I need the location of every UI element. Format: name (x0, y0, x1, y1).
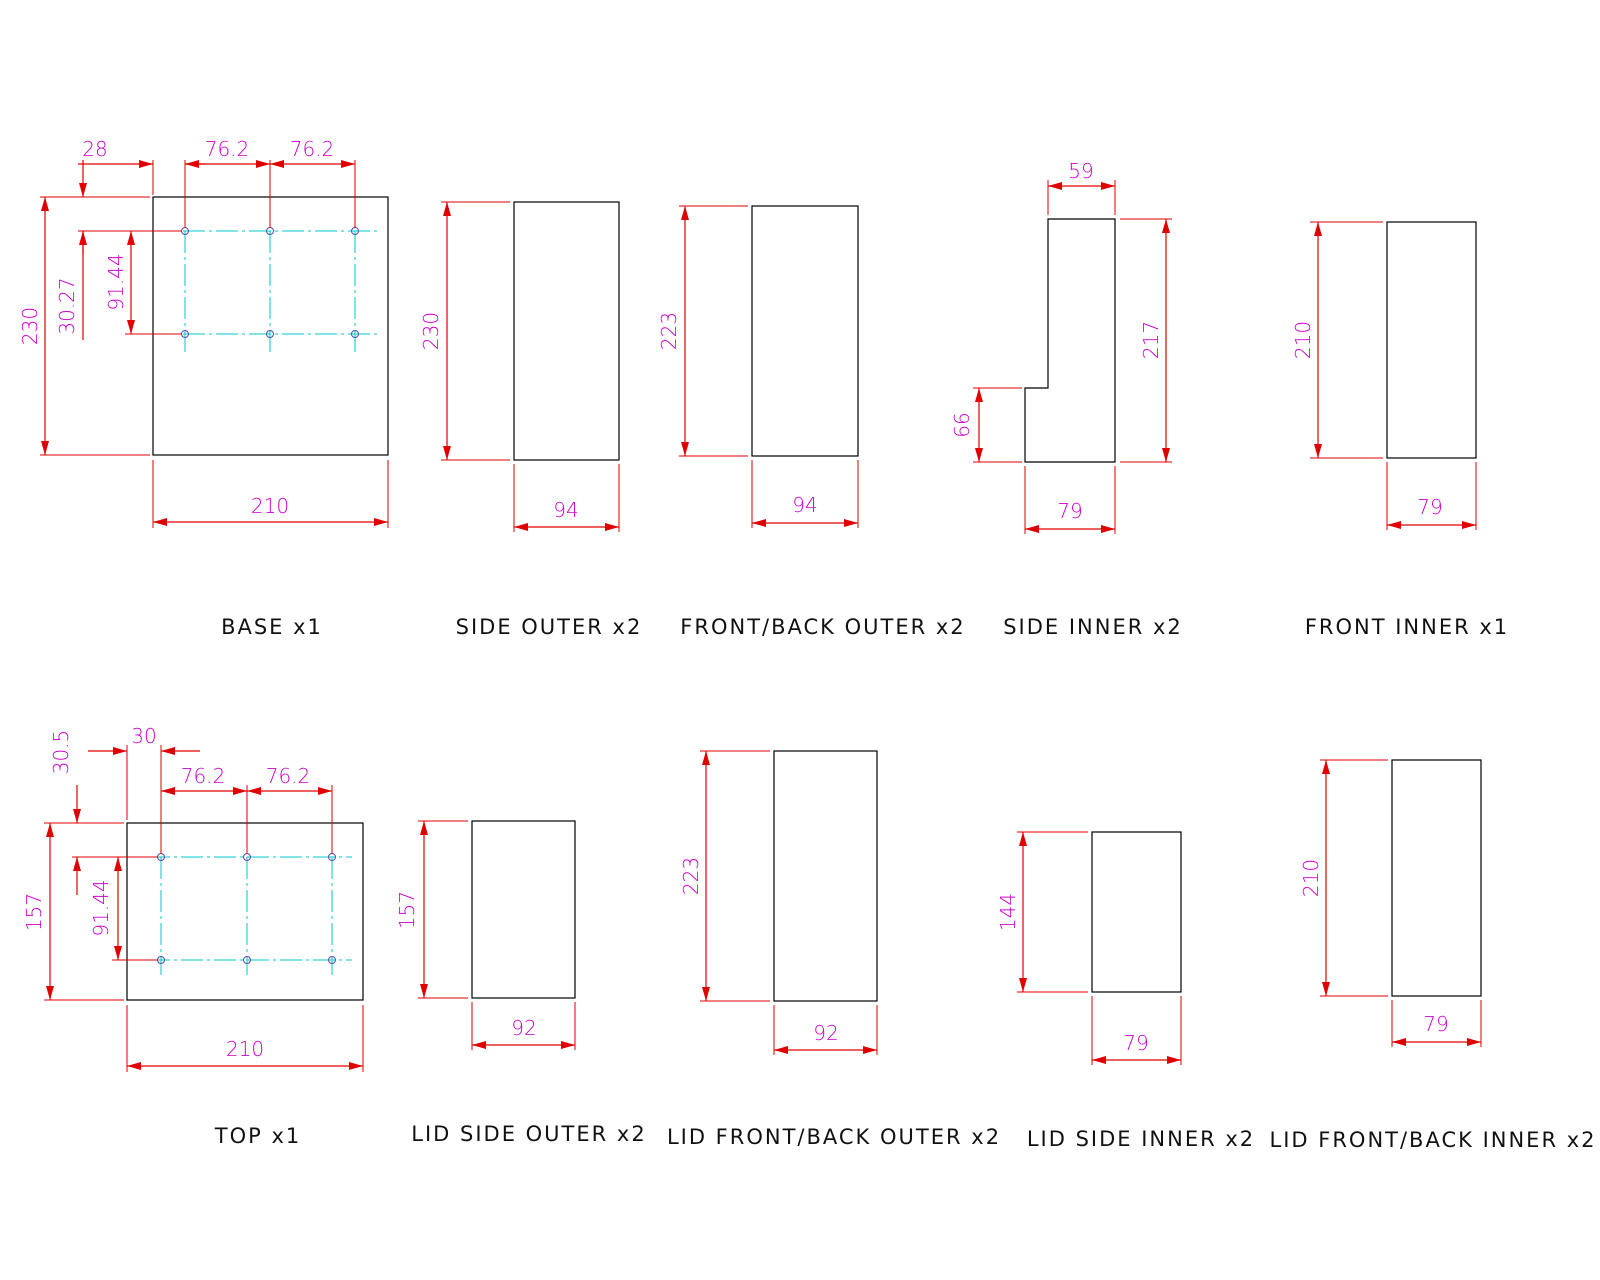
base-hole-offset-x-text: 28 (82, 137, 107, 161)
side-inner-step-text: 66 (950, 412, 974, 437)
top-hole (328, 956, 336, 964)
front-back-outer-label: FRONT/BACK OUTER x2 (680, 615, 965, 639)
side-inner-label: SIDE INNER x2 (1003, 615, 1183, 639)
front-back-outer-outline (751, 205, 859, 457)
base-hole (266, 330, 274, 338)
lid-side-outer-width-text: 92 (511, 1016, 536, 1040)
top-hole-offset-y-text: 30.5 (49, 730, 73, 775)
side-outer-outline (513, 201, 620, 461)
lid-front-back-outer-outline (773, 750, 878, 1002)
top-width-text: 210 (226, 1037, 264, 1061)
top-hole-offset-x-text: 30 (131, 724, 156, 748)
part-lid-front-back-inner: 210 79 LID FRONT/BACK INNER x2 (1270, 759, 1597, 1152)
side-inner-height-text: 217 (1139, 321, 1163, 359)
lid-front-back-inner-label: LID FRONT/BACK INNER x2 (1270, 1128, 1597, 1152)
part-front-back-outer: 223 94 FRONT/BACK OUTER x2 (657, 205, 965, 639)
lid-side-inner-width-text: 79 (1123, 1031, 1148, 1055)
base-width-text: 210 (251, 494, 289, 518)
part-side-outer: 230 94 SIDE OUTER x2 (419, 201, 643, 639)
front-inner-outline (1386, 221, 1477, 459)
top-hole-spacing-v-text: 91.44 (89, 879, 113, 936)
lid-side-inner-label: LID SIDE INNER x2 (1027, 1127, 1255, 1151)
part-front-inner: 210 79 FRONT INNER x1 (1291, 221, 1509, 639)
front-back-outer-height-text: 223 (657, 312, 681, 350)
top-height-text: 157 (22, 893, 46, 931)
lid-front-back-inner-outline (1391, 759, 1482, 997)
top-outline (126, 822, 364, 1001)
lid-side-outer-label: LID SIDE OUTER x2 (411, 1122, 646, 1146)
part-lid-side-outer: 157 92 LID SIDE OUTER x2 (395, 820, 646, 1146)
base-hole-spacing-v-text: 91.44 (104, 253, 128, 310)
base-hole-offset-y-text: 30.27 (55, 277, 79, 334)
top-hole (243, 956, 251, 964)
side-outer-height-text: 230 (419, 312, 443, 350)
base-hole (351, 330, 359, 338)
front-inner-label: FRONT INNER x1 (1305, 615, 1509, 639)
base-hole-spacing-text: 76.2 (205, 137, 250, 161)
lid-front-back-outer-label: LID FRONT/BACK OUTER x2 (667, 1125, 1001, 1149)
base-hole-spacing-text: 76.2 (290, 137, 335, 161)
lid-front-back-inner-width-text: 79 (1423, 1012, 1448, 1036)
lid-side-outer-height-text: 157 (395, 891, 419, 929)
side-inner-top-width-text: 59 (1068, 159, 1093, 183)
base-label: BASE x1 (221, 615, 323, 639)
lid-front-back-outer-height-text: 223 (679, 857, 703, 895)
lid-front-back-outer-width-text: 92 (813, 1021, 838, 1045)
lid-side-inner-outline (1091, 831, 1182, 993)
part-base: 230 210 28 76.2 76.2 30.27 91.44 BASE x1 (18, 137, 389, 639)
lid-side-outer-outline (471, 820, 576, 999)
top-hole-spacing-text: 76.2 (266, 764, 311, 788)
lid-side-inner-height-text: 144 (996, 893, 1020, 931)
front-inner-width-text: 79 (1417, 495, 1442, 519)
part-side-inner: 59 217 66 79 SIDE INNER x2 (950, 159, 1183, 639)
side-outer-width-text: 94 (553, 498, 578, 522)
part-top: 157 210 30 76.2 76.2 30.5 91.44 TOP x1 (22, 724, 364, 1148)
part-lid-front-back-outer: 223 92 LID FRONT/BACK OUTER x2 (667, 750, 1001, 1149)
lid-front-back-inner-height-text: 210 (1299, 859, 1323, 897)
front-inner-height-text: 210 (1291, 321, 1315, 359)
top-label: TOP x1 (214, 1124, 301, 1148)
base-height-text: 230 (18, 307, 42, 345)
top-hole-spacing-text: 76.2 (181, 764, 226, 788)
front-back-outer-width-text: 94 (792, 493, 817, 517)
side-outer-label: SIDE OUTER x2 (456, 615, 643, 639)
part-lid-side-inner: 144 79 LID SIDE INNER x2 (996, 831, 1255, 1151)
side-inner-width-text: 79 (1057, 499, 1082, 523)
side-inner-outline (1024, 218, 1116, 463)
